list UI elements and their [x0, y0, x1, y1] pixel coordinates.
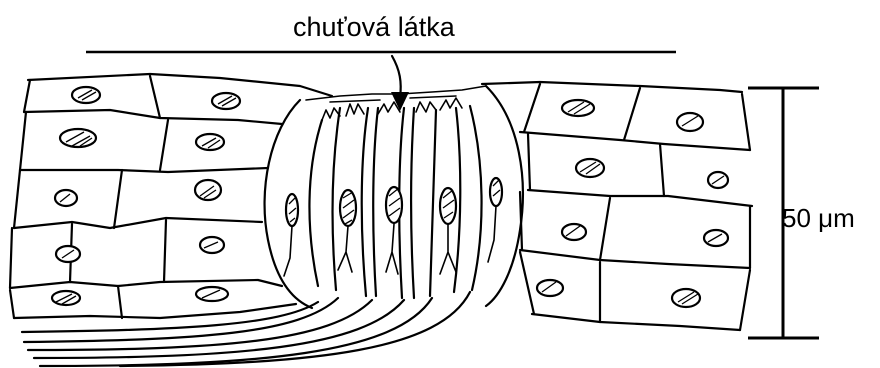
scale-label: 50 μm [782, 203, 855, 234]
nerve-fibers [22, 292, 470, 366]
taste-bud [265, 86, 523, 308]
stimulus-label: chuťová látka [293, 12, 455, 43]
